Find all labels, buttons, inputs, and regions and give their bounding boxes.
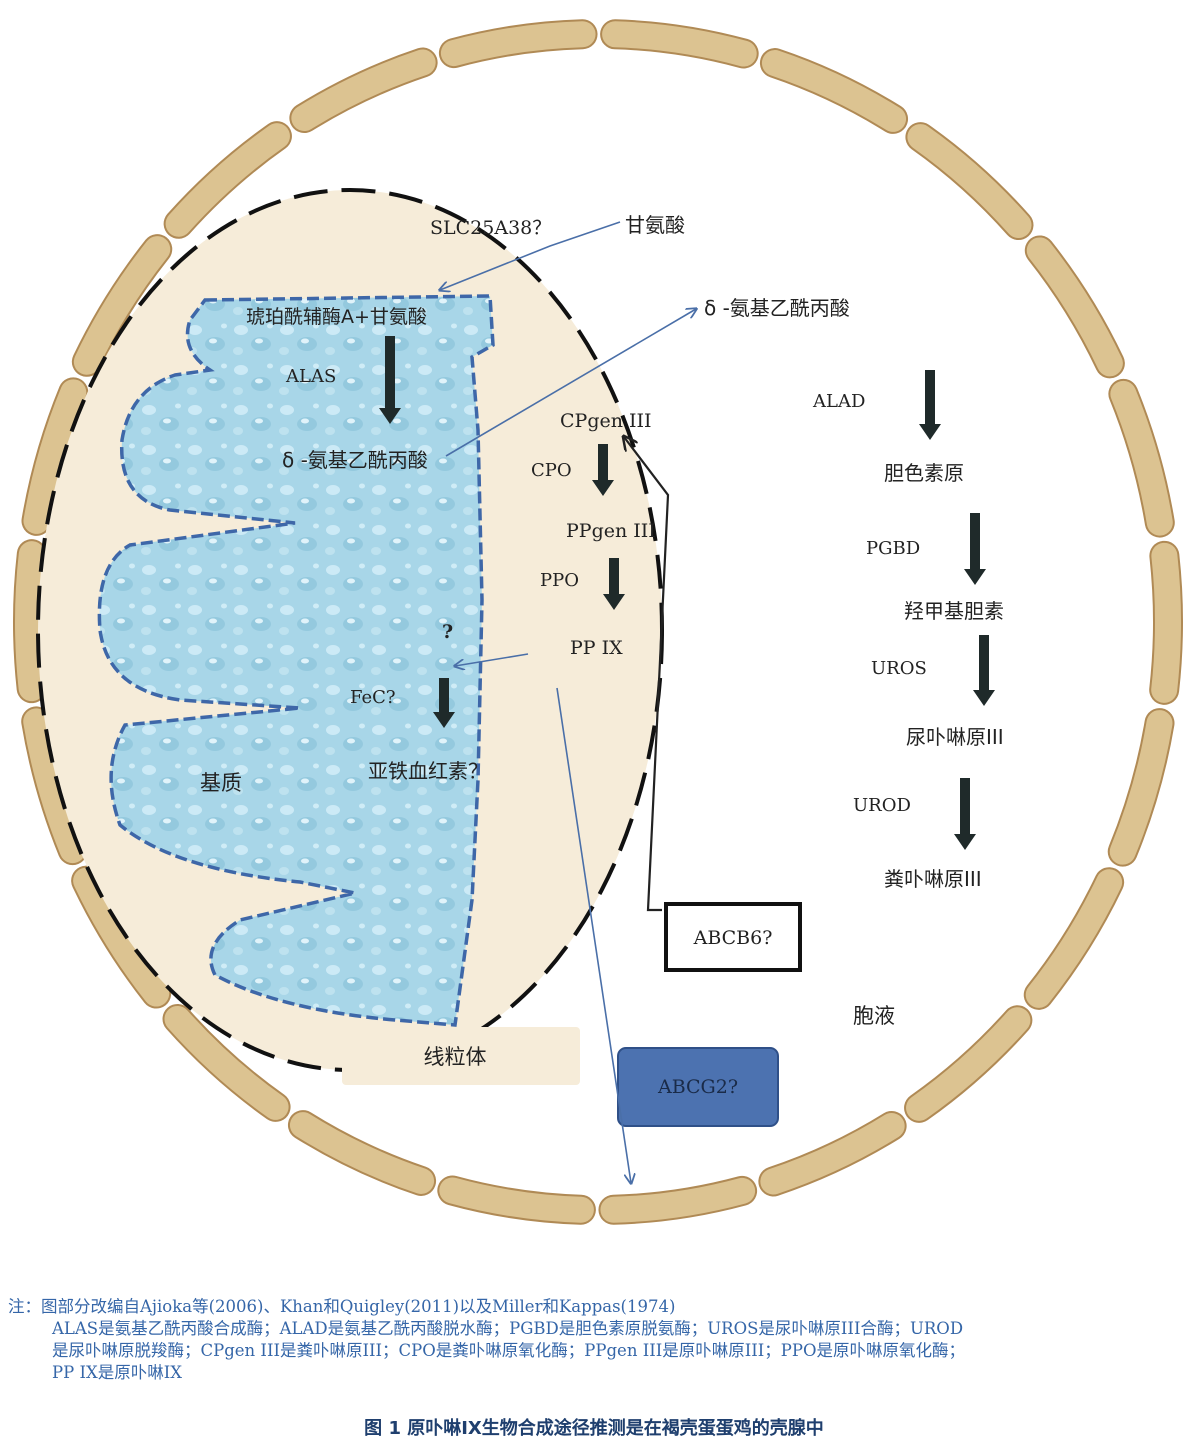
fec-label: FeC? [350, 687, 396, 708]
membrane-segment [906, 1007, 1031, 1121]
question-label: ? [442, 621, 453, 643]
hmb-label: 羟甲基胆素 [904, 599, 1004, 623]
membrane-segment [1110, 380, 1173, 536]
coprogen-label: 粪卟啉原III [884, 867, 982, 891]
membrane-segment [1025, 869, 1123, 1008]
membrane-segment [15, 541, 45, 702]
urod-reaction-arrow [954, 778, 976, 850]
ala-cytosol-label: δ -氨基乙酰丙酸 [704, 296, 850, 320]
alas-reaction-arrow [379, 336, 401, 424]
membrane-segment [440, 21, 596, 67]
membrane-segment [23, 708, 86, 864]
membrane-segment [761, 50, 907, 132]
membrane-segment [602, 21, 757, 67]
mitochondrion-label: 线粒体 [424, 1045, 487, 1069]
pathway-diagram: 线粒体 SLC25A38？ 琥珀酰辅酶A+甘氨酸 ALAS δ -氨基乙酰丙酸 … [13, 19, 1183, 1225]
alad-label: ALAD [812, 391, 865, 412]
membrane-segment [760, 1112, 905, 1195]
urod-label: UROD [853, 795, 911, 816]
mitochondrial-matrix [97, 294, 495, 1027]
note-line-1: 注：图部分改编自Ajioka等(2006)、Khan和Quigley(2011)… [8, 1297, 676, 1316]
ala-export-arrow [445, 309, 696, 457]
ppo-reaction-arrow [603, 558, 625, 610]
ala-mito-label: δ -氨基乙酰丙酸 [282, 448, 428, 472]
membrane-segment [1109, 710, 1173, 865]
membrane-segment [165, 123, 290, 237]
membrane-segment [291, 49, 436, 132]
membrane-segment [289, 1112, 435, 1194]
membrane-segment [164, 1005, 289, 1120]
ppix-export-arrow [556, 687, 631, 1183]
slc25a38-label: SLC25A38？ [430, 217, 551, 239]
cell-membrane [13, 19, 1183, 1225]
figure-caption: 图 1 原卟啉IX生物合成途径推测是在褐壳蛋蛋鸡的壳腺中 [364, 1418, 824, 1439]
membrane-segment [23, 379, 87, 534]
urogen-label: 尿卟啉原III [906, 725, 1004, 749]
cpo-reaction-arrow [592, 444, 614, 496]
membrane-segment [600, 1177, 756, 1223]
mitochondrion-label-box [342, 1027, 580, 1085]
membrane-segment [907, 124, 1032, 239]
membrane-segment [439, 1177, 594, 1223]
reaction-arrows [379, 336, 995, 850]
figure-note: 注：图部分改编自Ajioka等(2006)、Khan和Quigley(2011)… [8, 1296, 1180, 1384]
note-line-2: ALAS是氨基乙酰丙酸合成酶；ALAD是氨基乙酰丙酸脱水酶；PGBD是胆色素原脱… [52, 1319, 964, 1338]
uros-label: UROS [871, 658, 927, 679]
matrix-label: 基质 [200, 771, 242, 795]
glycine-label: 甘氨酸 [625, 213, 685, 237]
pgbd-label: PGBD [866, 538, 920, 559]
pbg-label: 胆色素原 [884, 461, 964, 485]
uros-reaction-arrow [973, 635, 995, 706]
fec-reaction-arrow [433, 678, 455, 728]
cpo-label: CPO [531, 460, 572, 481]
ppix-label: PP IX [570, 637, 623, 659]
alad-reaction-arrow [919, 370, 941, 440]
abcg2-box [617, 1047, 779, 1127]
heme-label: 亚铁血红素？ [368, 759, 488, 783]
glycine-import-arrow [440, 221, 621, 290]
ppix-to-fec-arrow [455, 653, 529, 666]
cytosol-label: 胞液 [853, 1004, 895, 1028]
abcb6-label: ABCB6? [693, 927, 773, 949]
abcb6-import-arrow [624, 437, 670, 912]
membrane-segment [73, 867, 170, 1007]
note-line-3: 是尿卟啉原脱羧酶；CPgen III是粪卟啉原III；CPO是粪卟啉原氧化酶；P… [52, 1341, 966, 1360]
substrate-label: 琥珀酰辅酶A+甘氨酸 [246, 306, 427, 328]
membrane-segment [73, 236, 171, 375]
ppo-label: PPO [540, 570, 579, 591]
note-line-4: PP IX是原卟啉IX [52, 1363, 182, 1382]
membrane-segment [1151, 542, 1181, 703]
cpgen-label: CPgen III [560, 410, 652, 432]
pgbd-reaction-arrow [964, 513, 986, 585]
membrane-segment [1026, 237, 1123, 377]
ppgen-label: PPgen III [566, 520, 656, 542]
alas-label: ALAS [285, 366, 336, 387]
abcb6-box [664, 902, 802, 972]
abcg2-label: ABCG2? [657, 1076, 738, 1098]
